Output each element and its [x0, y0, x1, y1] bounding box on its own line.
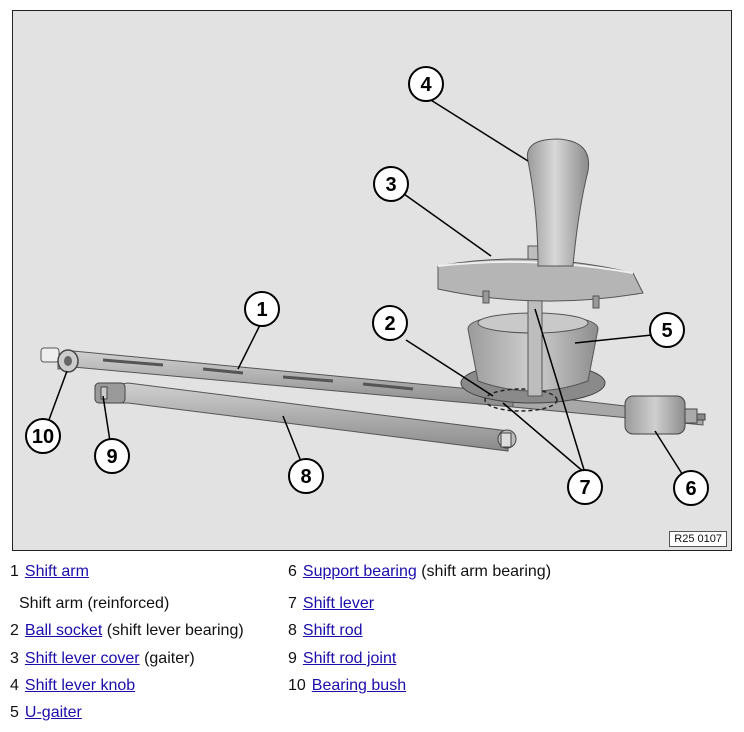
svg-text:4: 4	[420, 74, 432, 96]
legend-item-5: 5 U-gaiter	[10, 704, 82, 722]
legend-link-shift-lever[interactable]: Shift lever	[302, 595, 375, 612]
callout-6: 6	[673, 470, 709, 506]
ball-socket-highlight	[484, 388, 558, 412]
diagram-figure: 4 3 1 2 5 10 9 8	[12, 10, 732, 551]
legend-number: 2	[10, 622, 19, 639]
svg-text:9: 9	[106, 446, 117, 468]
legend-link-shift-rod[interactable]: Shift rod	[302, 622, 363, 639]
shift-lever-cover-part	[437, 258, 644, 309]
legend-link-shift-rod-joint[interactable]: Shift rod joint	[302, 650, 397, 667]
legend-number: 1	[10, 563, 19, 580]
legend-number: 4	[10, 677, 19, 694]
callout-2: 2	[372, 305, 408, 341]
legend-item-1-note: Shift arm (reinforced)	[19, 595, 169, 613]
legend-item-8: 8 Shift rod	[288, 622, 363, 640]
legend-note: Shift arm (reinforced)	[19, 595, 170, 612]
legend-item-2: 2 Ball socket (shift lever bearing)	[10, 622, 244, 640]
legend-note: (shift lever bearing)	[102, 622, 244, 639]
shift-rod-part	[94, 382, 517, 452]
legend-item-3: 3 Shift lever cover (gaiter)	[10, 650, 195, 668]
bearing-bush-part	[40, 347, 79, 373]
diagram-illustration: 4 3 1 2 5 10 9 8	[25, 66, 709, 506]
legend-item-9: 9 Shift rod joint	[288, 650, 396, 668]
legend-link-ball-socket[interactable]: Ball socket	[24, 622, 103, 639]
legend-link-shift-arm[interactable]: Shift arm	[24, 563, 89, 580]
callout-5: 5	[649, 312, 685, 348]
legend-link-bearing-bush[interactable]: Bearing bush	[311, 677, 407, 694]
callout-3: 3	[373, 166, 409, 202]
legend-item-10: 10 Bearing bush	[288, 677, 406, 695]
support-bearing-part	[624, 395, 706, 435]
svg-text:5: 5	[661, 320, 672, 342]
svg-text:3: 3	[385, 174, 396, 196]
legend-link-shift-lever-cover[interactable]: Shift lever cover	[24, 650, 140, 667]
callout-8: 8	[288, 458, 324, 494]
svg-text:8: 8	[300, 466, 311, 488]
legend-number: 5	[10, 704, 19, 721]
legend-item-7: 7 Shift lever	[288, 595, 374, 613]
legend-number: 9	[288, 650, 297, 667]
legend-note: (shift arm bearing)	[416, 563, 552, 580]
legend-note: (gaiter)	[139, 650, 195, 667]
svg-text:7: 7	[579, 477, 590, 499]
svg-text:6: 6	[685, 478, 696, 500]
callout-10: 10	[25, 418, 61, 454]
legend-number: 6	[288, 563, 297, 580]
callout-9: 9	[94, 438, 130, 474]
legend-link-support-bearing[interactable]: Support bearing	[302, 563, 417, 580]
legend-link-shift-lever-knob[interactable]: Shift lever knob	[24, 677, 136, 694]
legend-number: 8	[288, 622, 297, 639]
callout-1: 1	[244, 291, 280, 327]
legend-number: 7	[288, 595, 297, 612]
legend-number: 3	[10, 650, 19, 667]
legend-item-1: 1 Shift arm	[10, 563, 89, 581]
figure-ref-code: R25 0107	[669, 531, 727, 547]
legend-item-6: 6 Support bearing (shift arm bearing)	[288, 563, 551, 581]
leader-lines	[42, 96, 692, 489]
callout-4: 4	[408, 66, 444, 102]
svg-text:10: 10	[32, 426, 54, 448]
legend-item-4: 4 Shift lever knob	[10, 677, 135, 695]
legend-number: 10	[288, 677, 306, 694]
svg-text:1: 1	[256, 299, 267, 321]
shift-lever-knob-part	[526, 138, 590, 267]
legend-link-u-gaiter[interactable]: U-gaiter	[24, 704, 82, 721]
callout-7: 7	[567, 469, 603, 505]
svg-text:2: 2	[384, 313, 395, 335]
